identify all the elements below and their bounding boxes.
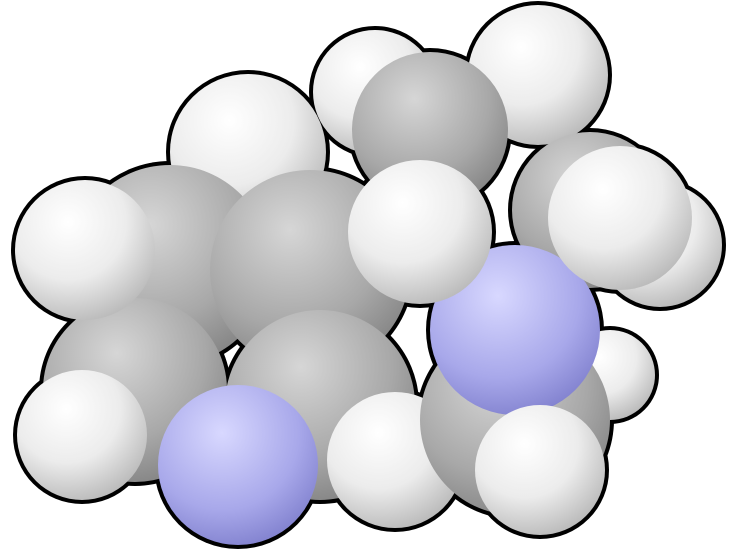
hydrogen-atom	[548, 146, 692, 290]
atom-layer	[15, 5, 722, 545]
nitrogen-atom	[430, 245, 600, 415]
nitrogen-atom	[158, 385, 318, 545]
hydrogen-atom	[17, 370, 147, 500]
hydrogen-atom	[475, 405, 605, 535]
hydrogen-atom	[348, 160, 492, 304]
hydrogen-atom	[15, 180, 155, 320]
